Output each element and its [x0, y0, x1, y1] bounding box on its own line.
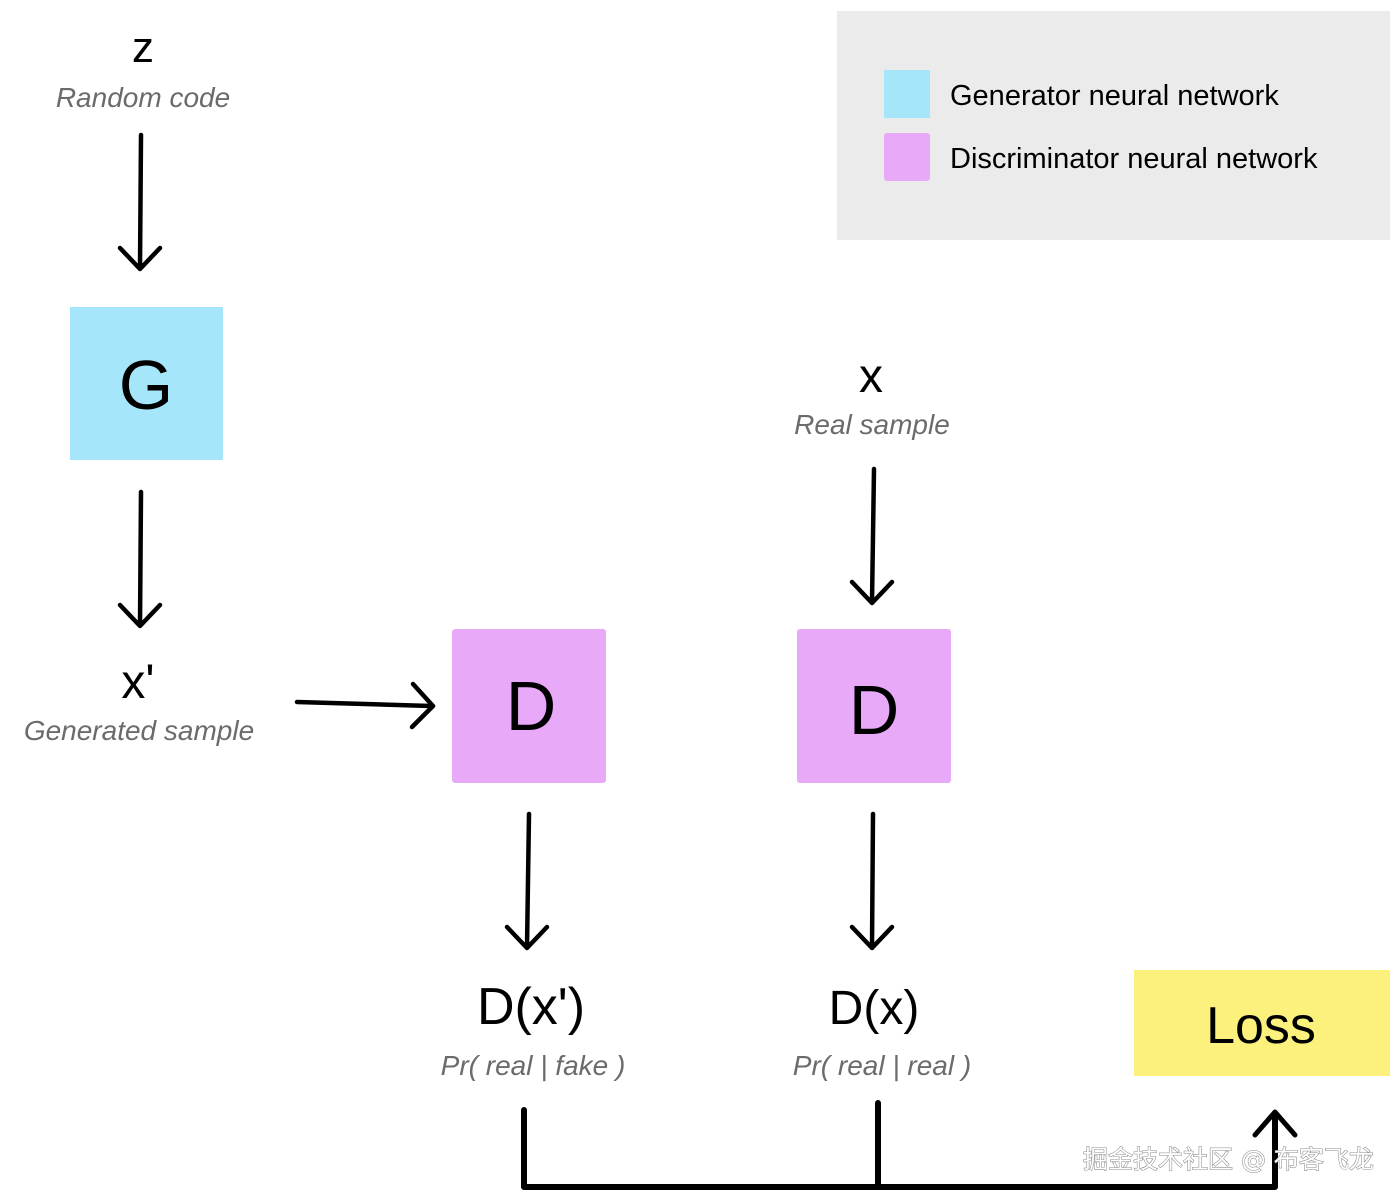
z-caption: Random code [56, 82, 230, 113]
arrow-down-icon [117, 245, 163, 272]
x-symbol: x [859, 350, 883, 403]
loss-box [1134, 970, 1390, 1076]
z-symbol: z [132, 23, 154, 72]
x-prime-symbol: x' [121, 656, 154, 709]
arrow-shaft [137, 489, 144, 628]
node-x: x Real sample [794, 350, 950, 440]
arrow-generator-to-xprime [117, 489, 163, 629]
d-x-symbol: D(x) [829, 982, 920, 1035]
discriminator-real-node: D [797, 629, 951, 783]
arrow-right-icon [409, 681, 436, 730]
arrow-shaft [294, 699, 434, 709]
node-x-prime: x' Generated sample [24, 656, 254, 746]
generator-label: G [119, 346, 173, 424]
arrow-xprime-to-discriminator [294, 681, 436, 730]
arrow-down-icon [849, 579, 895, 606]
arrow-down-icon [849, 924, 895, 951]
legend-label-discriminator: Discriminator neural network [950, 143, 1318, 175]
arrow-down-icon [504, 924, 550, 951]
x-prime-caption: Generated sample [24, 715, 254, 746]
node-z: z Random code [56, 23, 230, 113]
generator-node: G [70, 307, 223, 460]
discriminator-fake-node: D [452, 629, 606, 783]
arrow-shaft [137, 132, 144, 271]
d-x-caption: Pr( real | real ) [793, 1050, 971, 1081]
connector-wire [521, 1107, 1278, 1190]
discriminator-real-box [797, 629, 951, 783]
legend-background [837, 11, 1390, 240]
generator-box [70, 307, 223, 460]
watermark: 掘金技术社区 @ 布客飞龙 [1083, 1145, 1374, 1174]
discriminator-fake-box [452, 629, 606, 783]
arrow-z-to-generator [117, 132, 163, 272]
arrow-shaft [869, 811, 876, 950]
arrow-down-icon [117, 602, 163, 629]
d-x-prime-caption: Pr( real | fake ) [441, 1050, 626, 1081]
arrow-shaft [869, 466, 877, 605]
loss-node: Loss [1134, 970, 1390, 1076]
arrow-shaft [524, 811, 532, 950]
discriminator-real-label: D [849, 671, 900, 749]
output-d-x-prime: D(x') Pr( real | fake ) [441, 978, 626, 1081]
legend-swatch-generator [884, 70, 930, 118]
arrow-discriminator-real-to-output [849, 811, 895, 951]
output-d-x: D(x) Pr( real | real ) [793, 982, 971, 1081]
arrow-up-icon [1252, 1109, 1298, 1138]
discriminator-fake-label: D [506, 667, 557, 745]
legend-swatch-discriminator [884, 133, 930, 181]
arrow-discriminator-fake-to-output [504, 811, 550, 951]
d-x-prime-symbol: D(x') [477, 978, 585, 1036]
arrow-x-to-discriminator [849, 466, 895, 606]
loss-label: Loss [1206, 997, 1316, 1055]
connector-outputs-to-loss [521, 1100, 1298, 1190]
legend: Generator neural network Discriminator n… [837, 11, 1390, 240]
legend-label-generator: Generator neural network [950, 80, 1279, 112]
x-caption: Real sample [794, 409, 950, 440]
